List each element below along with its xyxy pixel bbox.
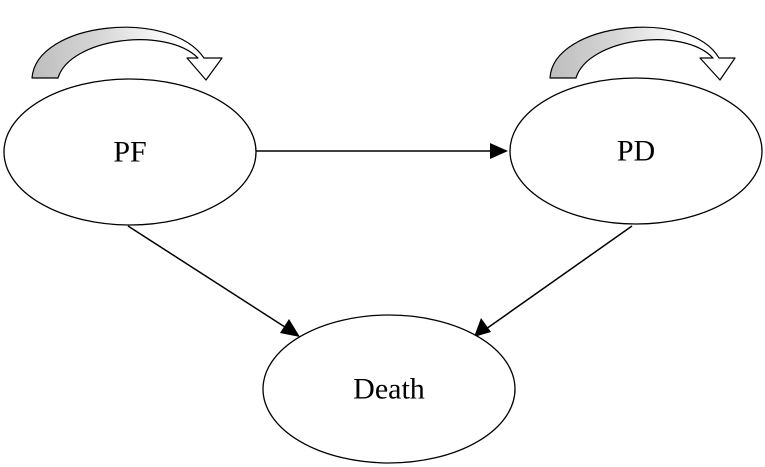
edge-pf-to-death — [127, 225, 289, 330]
arrowhead-pd-to-death — [474, 318, 491, 337]
edge-pd-to-death — [485, 225, 633, 330]
arrowhead-pf-to-death — [280, 319, 300, 337]
arrowhead-pf-to-pd — [490, 143, 508, 159]
self-loop-pf — [31, 26, 223, 81]
node-pd: PD — [509, 77, 763, 225]
self-loop-pd — [549, 26, 736, 81]
node-death: Death — [262, 314, 516, 464]
node-pd-label: PD — [617, 135, 655, 168]
node-death-label: Death — [353, 373, 425, 406]
node-pf: PF — [3, 78, 257, 226]
node-pf-label: PF — [113, 136, 146, 169]
